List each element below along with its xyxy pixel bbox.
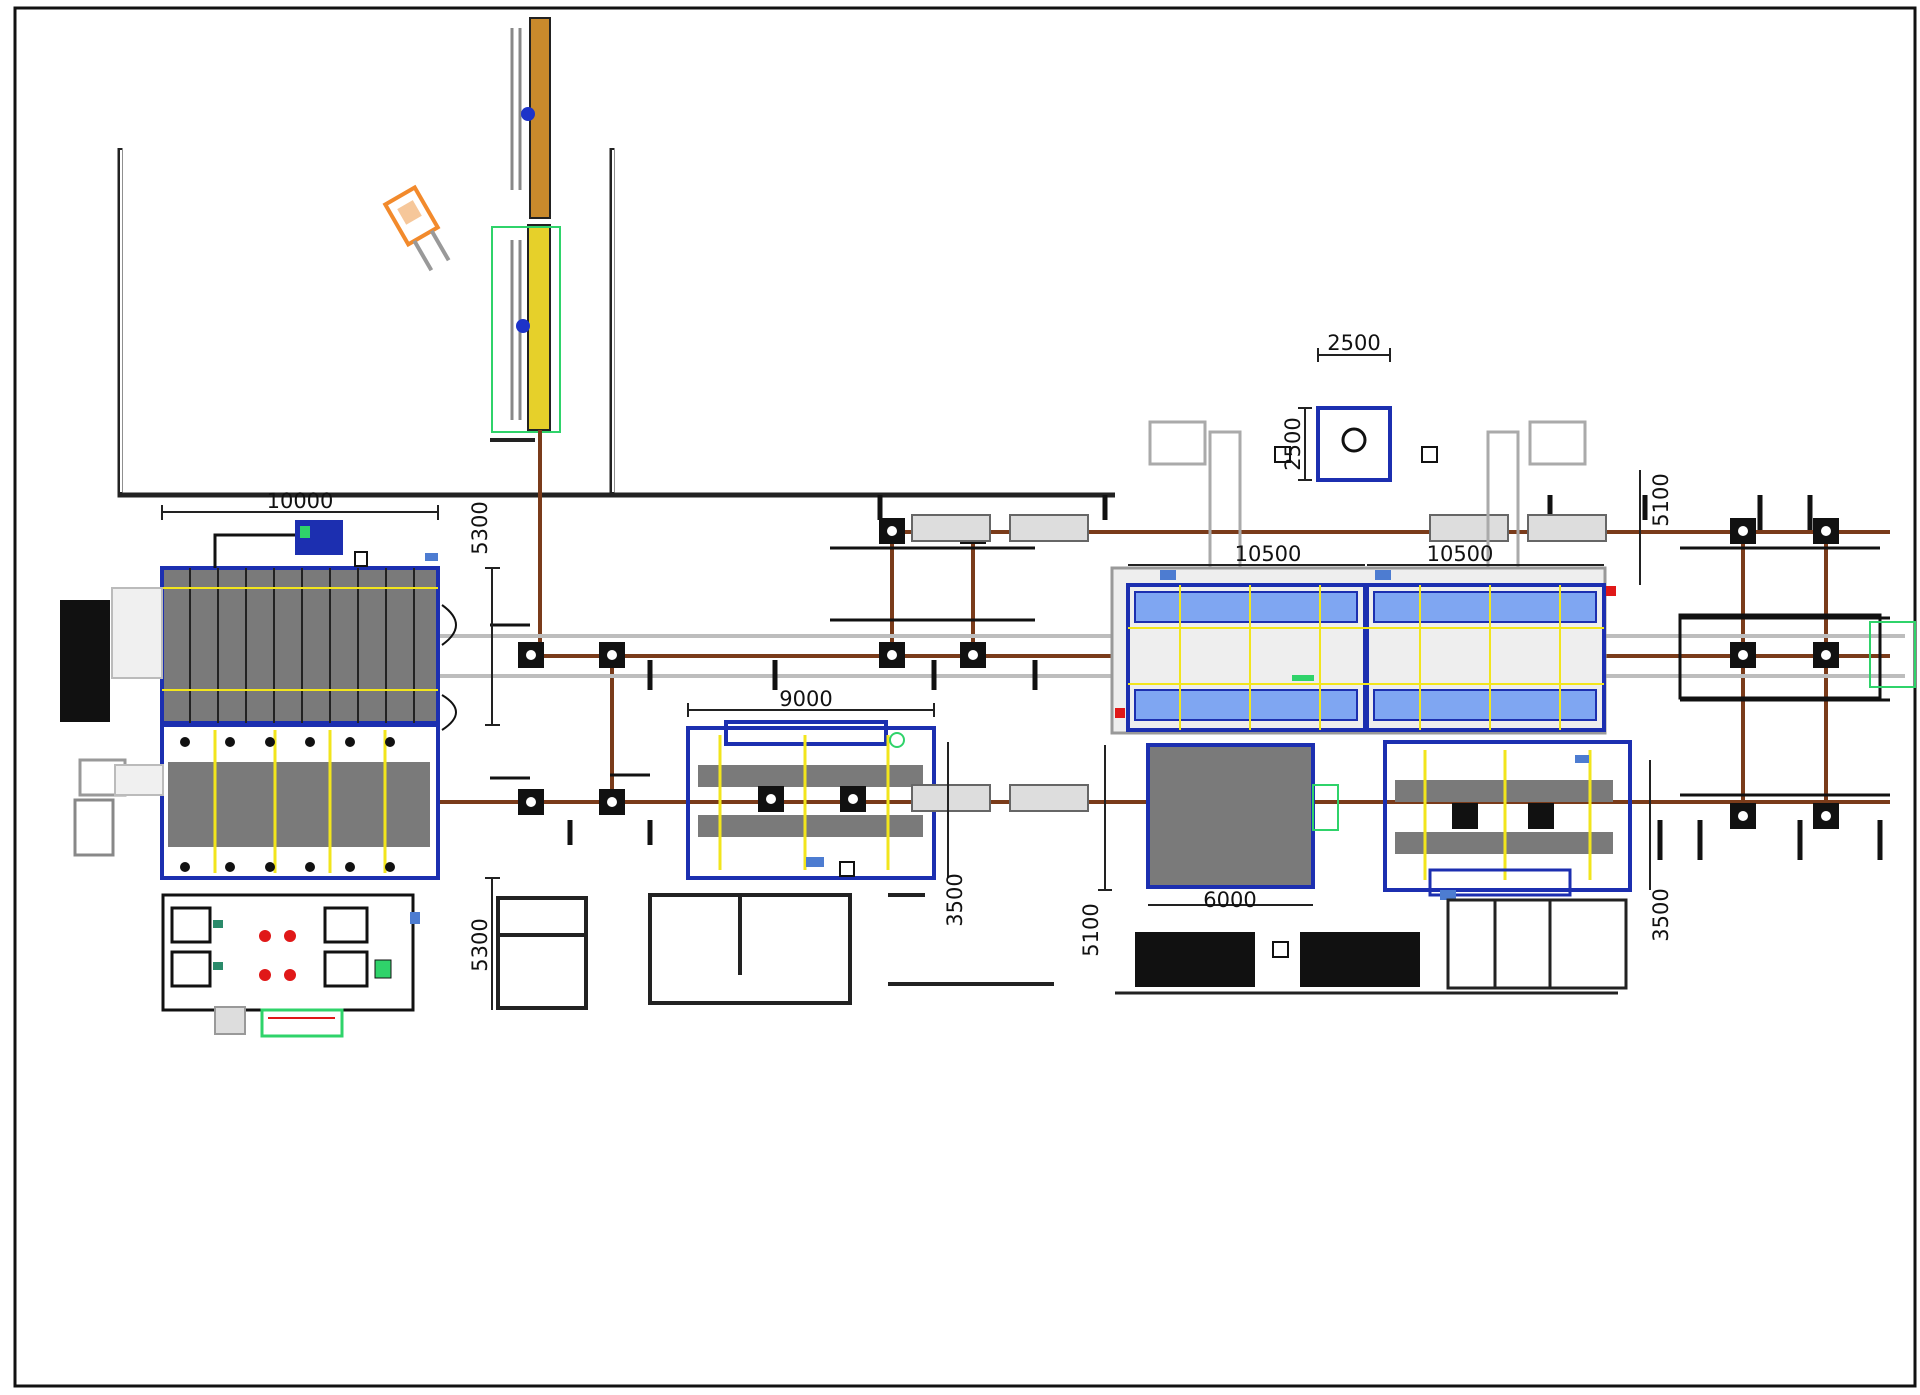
- right-station: [1383, 740, 1632, 900]
- dim-cooling-height: 5100: [1079, 903, 1103, 956]
- hanger-racks-center: [911, 514, 1607, 812]
- dim-cooling-width: 6000: [1203, 888, 1256, 912]
- dosing-pumps: [213, 912, 420, 1038]
- bottom-storage-racks: [1115, 898, 1628, 995]
- exit-marker: [1869, 621, 1916, 688]
- dim-booth-height-top: 5300: [468, 501, 492, 554]
- dim-right-station-height: 3500: [1649, 888, 1673, 941]
- crossover-frame: [1678, 613, 1882, 700]
- center-station: [686, 720, 936, 880]
- cross-beams: [490, 546, 1890, 797]
- building-walls: [117, 148, 1115, 498]
- cooling-zone: [1146, 743, 1339, 889]
- dim-oven-left-width: 10500: [1235, 542, 1302, 566]
- chemical-tanks: [161, 893, 415, 1012]
- dim-center-station-width: 9000: [779, 687, 832, 711]
- control-cabinet: [1274, 406, 1438, 482]
- curing-oven: [1110, 566, 1616, 735]
- pretreatment-booth: [160, 520, 457, 880]
- left-storage-racks: [60, 587, 164, 857]
- platform-frames: [496, 893, 1054, 1010]
- forklift: [382, 184, 451, 272]
- dim-center-station-height: 3500: [943, 873, 967, 926]
- dim-cabinet-width: 2500: [1327, 331, 1380, 355]
- support-posts: [567, 495, 1883, 860]
- dim-oven-right-width: 10500: [1427, 542, 1494, 566]
- dimension-lines: [161, 348, 1651, 1010]
- dim-booth-height-bottom: 5300: [468, 918, 492, 971]
- dim-cabinet-height: 2500: [1281, 417, 1305, 470]
- sheet-border: [13, 6, 1917, 1388]
- dim-booth-width: 10000: [267, 489, 334, 513]
- dim-oven-height: 5100: [1649, 473, 1673, 526]
- loading-conveyor-vertical: [490, 17, 561, 660]
